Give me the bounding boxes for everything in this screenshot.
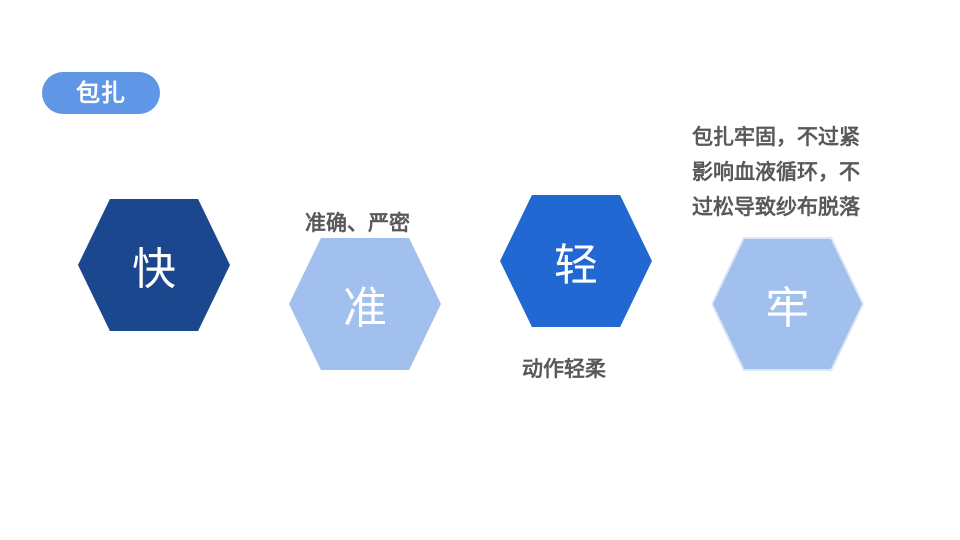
hexagon-label: 牢 — [765, 283, 810, 334]
caption-gentle: 动作轻柔 — [522, 357, 606, 381]
hexagon-label: 快 — [132, 244, 176, 295]
hexagon-gentle: 轻 — [500, 195, 652, 327]
hexagon-label: 轻 — [554, 240, 598, 291]
caption-line: 包扎牢固，不过紧 — [692, 125, 860, 149]
caption-line: 影响血液循环，不 — [692, 160, 860, 184]
section-title-badge: 包扎 — [42, 72, 160, 114]
caption-firm: 包扎牢固，不过紧 影响血液循环，不 过松导致纱布脱落 — [692, 120, 860, 225]
hexagon-firm: 牢 — [713, 239, 862, 369]
hexagon-accurate: 准 — [289, 238, 441, 370]
caption-accurate: 准确、严密 — [305, 211, 410, 235]
hexagon-label: 准 — [343, 283, 387, 334]
hexagon-fast: 快 — [78, 199, 230, 331]
caption-line: 过松导致纱布脱落 — [692, 195, 860, 219]
